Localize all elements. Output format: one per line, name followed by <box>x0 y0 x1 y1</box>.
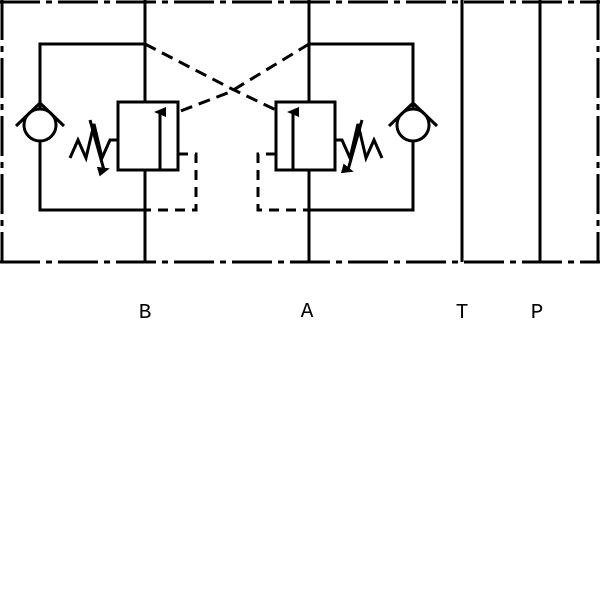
left-relief-valve <box>14 42 198 212</box>
port-label-p: P <box>531 302 544 325</box>
port-label-t: T <box>456 302 469 325</box>
port-lines <box>143 0 542 262</box>
port-labels: B A T P <box>139 301 544 325</box>
enclosure-boundary <box>0 0 600 264</box>
left-check-valve-icon <box>22 107 58 143</box>
port-label-a: A <box>301 301 314 324</box>
right-valve-body <box>274 100 337 172</box>
cross-pilot-lines <box>144 42 310 114</box>
right-relief-valve <box>256 42 439 212</box>
port-label-b: B <box>139 302 152 325</box>
left-valve-body <box>116 100 180 172</box>
right-spring-icon <box>335 123 384 163</box>
right-check-valve-icon <box>395 107 431 143</box>
left-spring-icon <box>68 123 118 163</box>
